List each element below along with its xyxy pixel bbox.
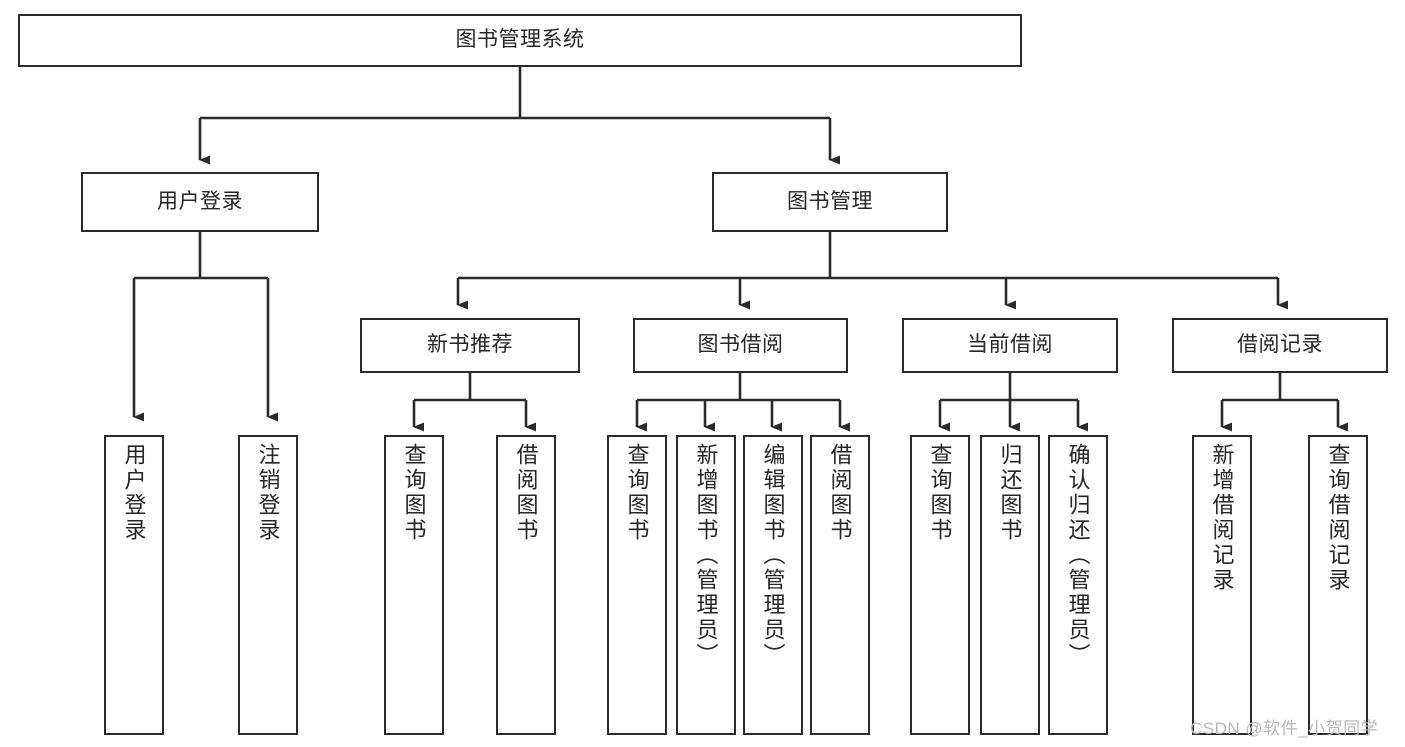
node-label: 新增图书（管理员） xyxy=(693,443,719,668)
node-label: 编辑图书（管理员） xyxy=(760,443,786,668)
node-label: 借阅图书 xyxy=(827,443,853,543)
leaf-confirm-return-admin[interactable]: 确认归还（管理员） xyxy=(1048,435,1108,735)
node-root-book-management-system[interactable]: 图书管理系统 xyxy=(18,14,1022,67)
leaf-query-borrow-record[interactable]: 查询借阅记录 xyxy=(1308,435,1368,735)
node-current-borrow[interactable]: 当前借阅 xyxy=(902,318,1118,373)
node-label: 图书管理 xyxy=(787,189,873,213)
leaf-add-book-admin[interactable]: 新增图书（管理员） xyxy=(676,435,736,735)
node-label: 查询图书 xyxy=(624,443,650,543)
node-new-book-recommend[interactable]: 新书推荐 xyxy=(360,318,580,373)
leaf-add-borrow-record[interactable]: 新增借阅记录 xyxy=(1192,435,1252,735)
node-label: 当前借阅 xyxy=(967,333,1053,357)
node-label: 借阅图书 xyxy=(513,443,539,543)
leaf-borrow-book-recommend[interactable]: 借阅图书 xyxy=(496,435,556,735)
node-label: 新增借阅记录 xyxy=(1209,443,1235,593)
node-label: 图书借阅 xyxy=(697,333,784,357)
node-borrow-record[interactable]: 借阅记录 xyxy=(1172,318,1388,373)
node-book-borrow[interactable]: 图书借阅 xyxy=(633,318,848,373)
leaf-user-login[interactable]: 用户登录 xyxy=(104,435,164,735)
node-user-login[interactable]: 用户登录 xyxy=(81,172,319,232)
leaf-borrow-book[interactable]: 借阅图书 xyxy=(810,435,870,735)
leaf-user-logout[interactable]: 注销登录 xyxy=(238,435,298,735)
leaf-return-book[interactable]: 归还图书 xyxy=(980,435,1040,735)
node-label: 查询图书 xyxy=(927,443,953,543)
leaf-query-book-recommend[interactable]: 查询图书 xyxy=(384,435,444,735)
node-label: 查询图书 xyxy=(401,443,427,543)
node-label: 用户登录 xyxy=(157,189,243,213)
watermark-text: CSDN @软件_小贺同学 xyxy=(1190,719,1379,738)
node-label: 归还图书 xyxy=(997,443,1023,543)
node-label: 图书管理系统 xyxy=(455,28,585,52)
node-label: 注销登录 xyxy=(255,443,281,543)
node-label: 用户登录 xyxy=(121,443,147,543)
node-book-management[interactable]: 图书管理 xyxy=(712,172,948,232)
node-label: 新书推荐 xyxy=(427,333,513,357)
leaf-edit-book-admin[interactable]: 编辑图书（管理员） xyxy=(743,435,803,735)
node-label: 确认归还（管理员） xyxy=(1065,443,1091,668)
node-label: 查询借阅记录 xyxy=(1325,443,1351,593)
node-label: 借阅记录 xyxy=(1237,333,1323,357)
leaf-query-book-current[interactable]: 查询图书 xyxy=(910,435,970,735)
leaf-query-book-borrow[interactable]: 查询图书 xyxy=(607,435,667,735)
